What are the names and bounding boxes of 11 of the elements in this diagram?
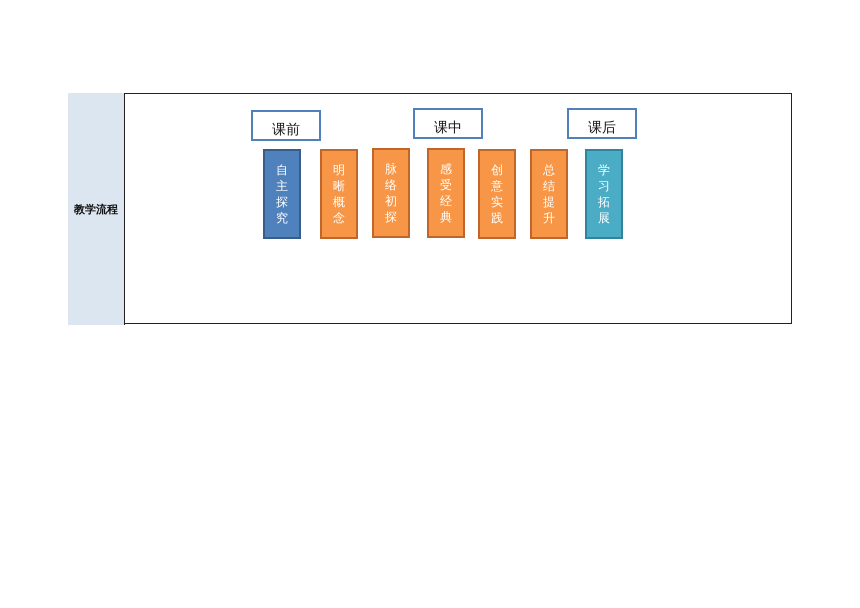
- step-box: 脉络初探: [372, 148, 410, 238]
- step-box: 创意实践: [478, 149, 516, 239]
- stage-box: 课中: [413, 108, 483, 139]
- step-box: 明晰概念: [320, 149, 358, 239]
- stage-box: 课后: [567, 108, 637, 139]
- stage-box: 课前: [251, 110, 321, 141]
- header-cell: 教学流程: [68, 93, 125, 325]
- step-box: 总结提升: [530, 149, 568, 239]
- step-box: 学习拓展: [585, 149, 623, 239]
- step-box: 自主探究: [263, 149, 301, 239]
- step-box: 感受经典: [427, 148, 465, 238]
